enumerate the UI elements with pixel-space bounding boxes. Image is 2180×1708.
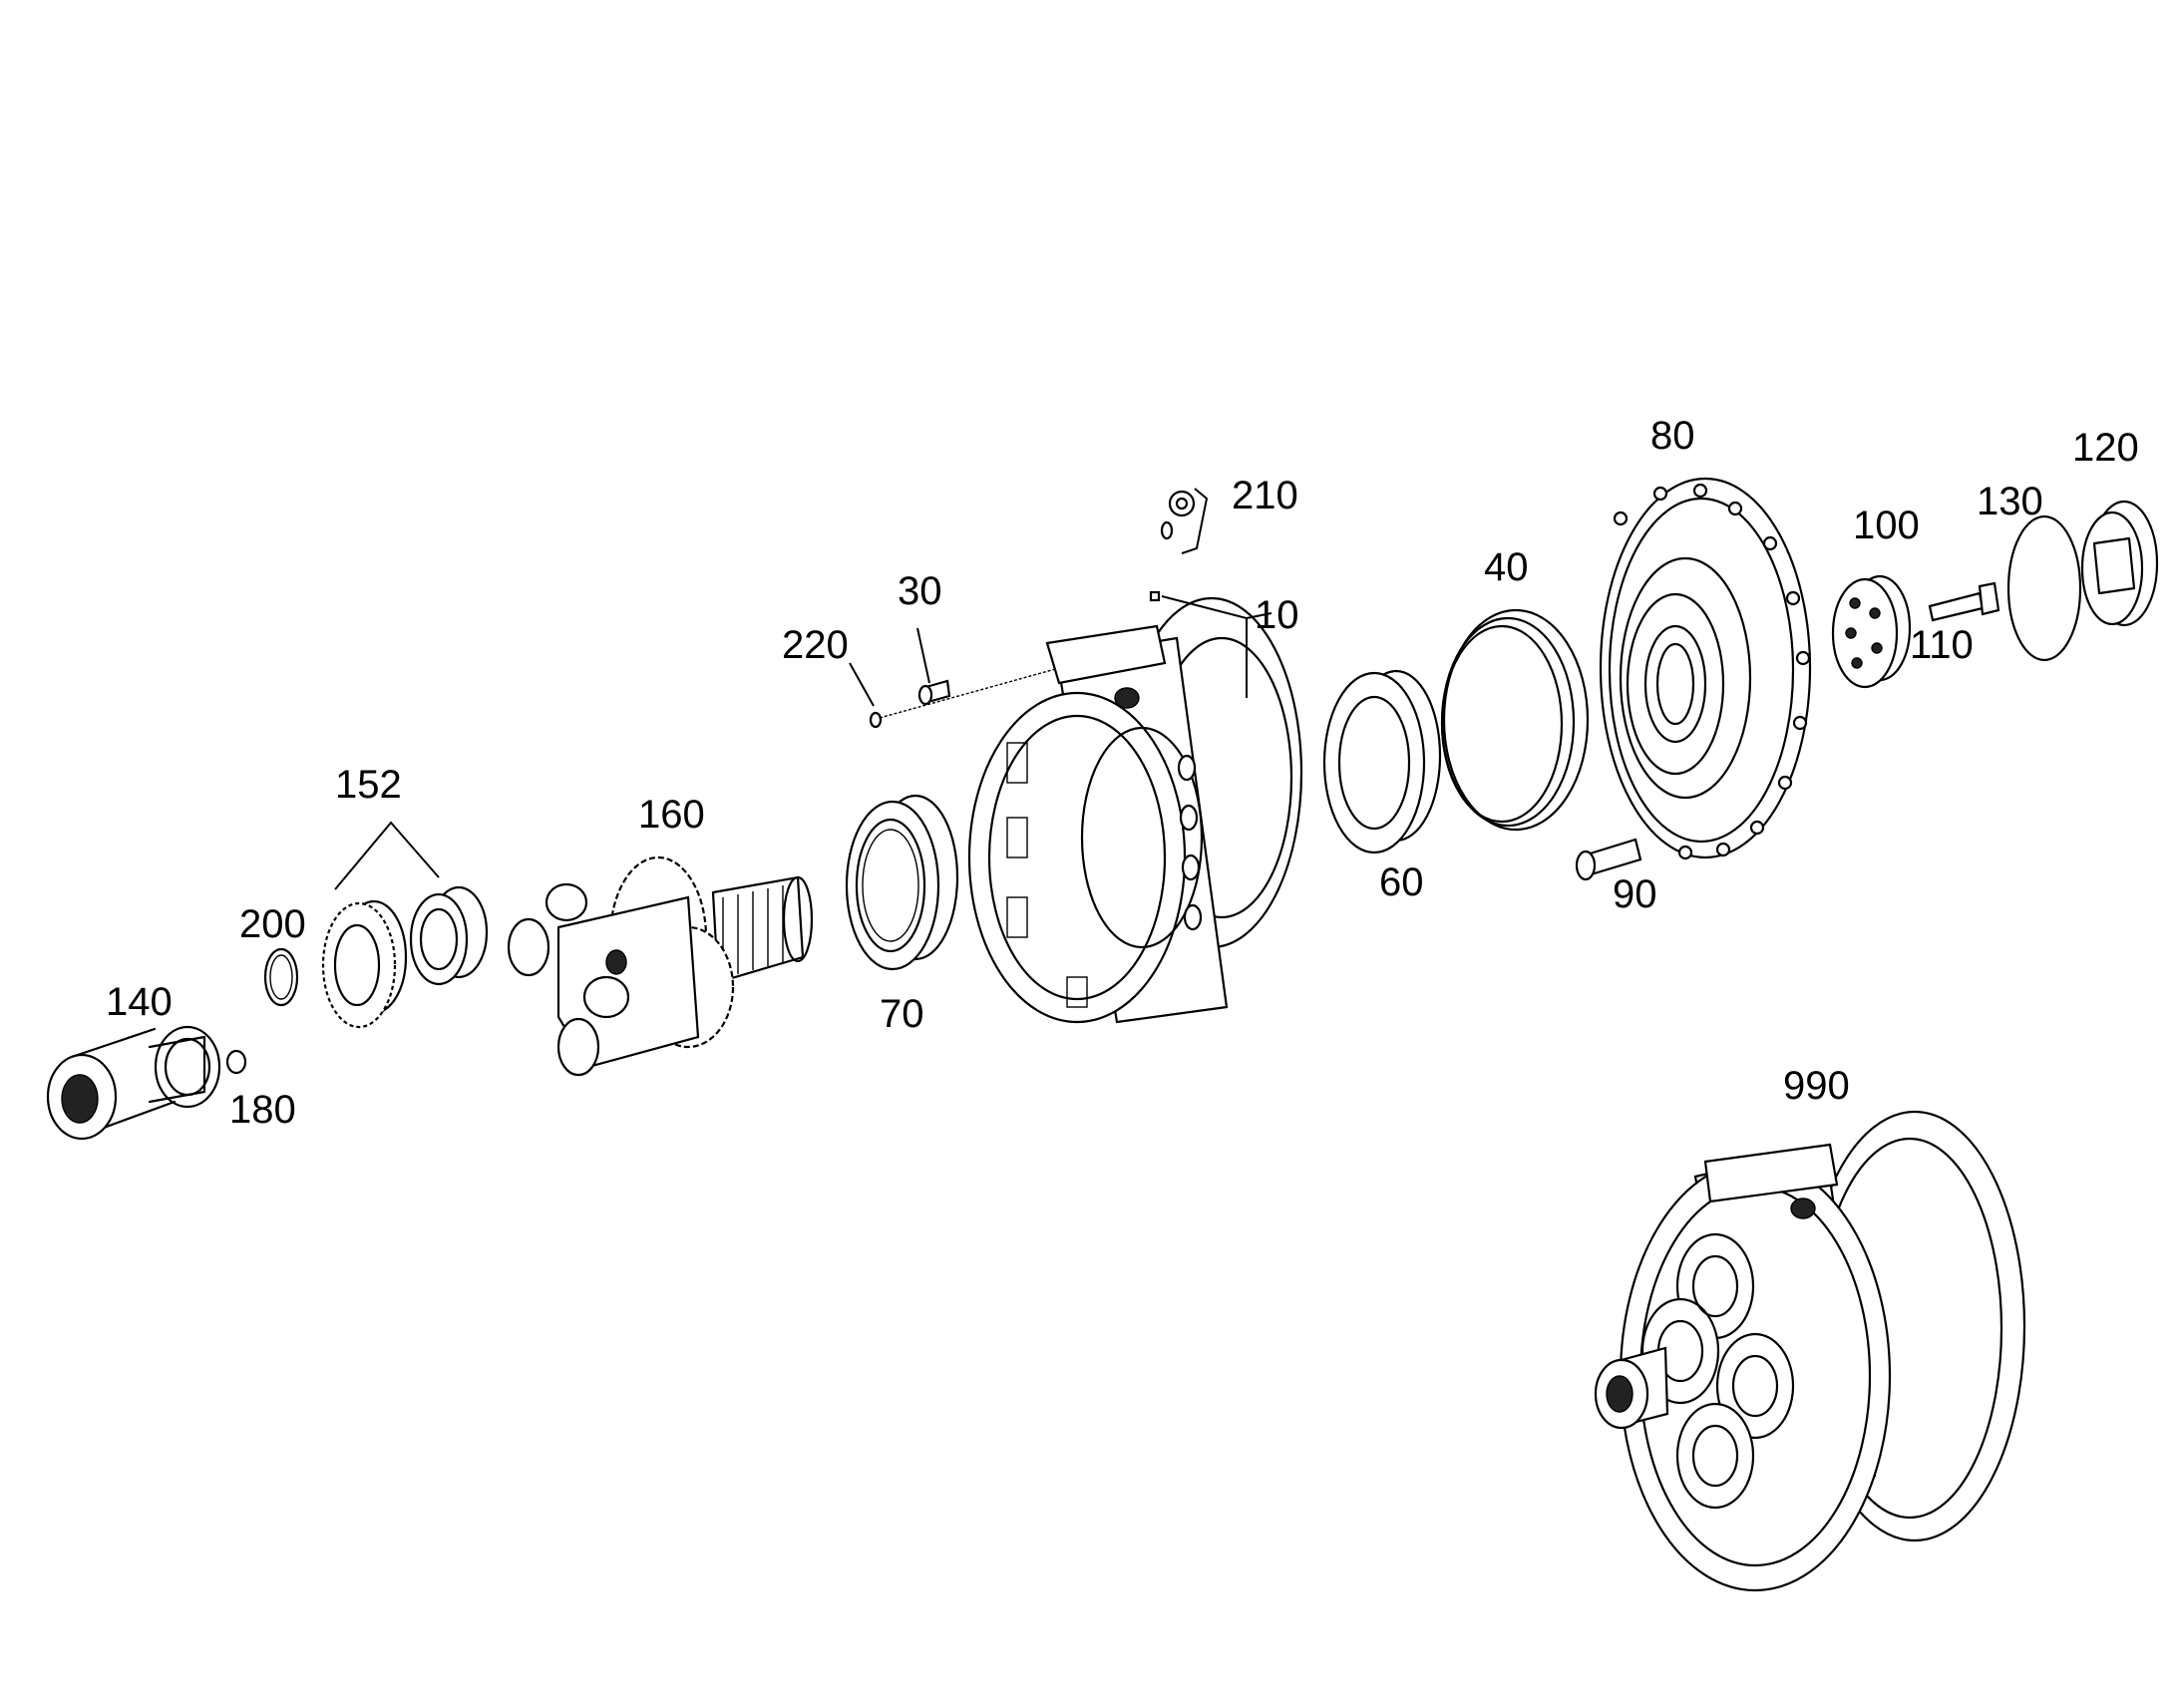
callout-90: 90	[1613, 872, 1657, 916]
part-110-screw[interactable]	[1928, 581, 2000, 622]
part-120-end-cap[interactable]	[2080, 500, 2159, 627]
callout-60: 60	[1379, 860, 1424, 904]
callout-70: 70	[880, 992, 924, 1036]
callout-110: 110	[1910, 623, 1974, 667]
callout-30: 30	[898, 569, 942, 613]
callout-990: 990	[1783, 1064, 1850, 1108]
part-30-plug-screw[interactable]	[917, 679, 951, 706]
part-100-cover-disc[interactable]	[1831, 574, 1912, 689]
callout-210: 210	[1232, 474, 1298, 517]
leader-lines	[334, 488, 1272, 890]
part-130-o-ring[interactable]	[2006, 514, 2082, 662]
assembly-axis-30	[879, 667, 1060, 719]
callout-220: 220	[782, 623, 849, 667]
callout-140: 140	[106, 980, 173, 1024]
callout-200: 200	[239, 902, 306, 946]
callout-100: 100	[1853, 504, 1920, 547]
part-220-o-ring[interactable]	[869, 711, 883, 729]
callout-40: 40	[1484, 545, 1529, 589]
part-80-wheel-hub[interactable]	[1599, 477, 1812, 860]
part-160-planet-carrier[interactable]	[507, 855, 814, 1077]
callout-10: 10	[1255, 593, 1299, 637]
callout-130: 130	[1977, 480, 2043, 523]
part-70-taper-bearing[interactable]	[845, 794, 959, 971]
part-90-wheel-bolt[interactable]	[1575, 838, 1642, 881]
part-210-screw-set[interactable]	[1160, 490, 1196, 540]
part-140-input-shaft[interactable]	[46, 1025, 221, 1141]
callout-160: 160	[638, 793, 705, 837]
callout-180: 180	[229, 1088, 296, 1132]
part-40-ring[interactable]	[1440, 608, 1590, 832]
callout-80: 80	[1650, 414, 1695, 458]
part-10-small-plug[interactable]	[1149, 590, 1161, 602]
part-990-complete-assembly[interactable]	[1594, 1110, 2026, 1592]
part-200-snap-ring[interactable]	[263, 947, 299, 1007]
part-10-hub-housing[interactable]	[967, 596, 1303, 1024]
callout-152: 152	[335, 763, 402, 807]
part-152-planet-gear-and-bearing[interactable]	[321, 885, 489, 1029]
part-180-ball[interactable]	[225, 1049, 247, 1075]
part-60-seal[interactable]	[1322, 669, 1442, 854]
callout-120: 120	[2072, 426, 2139, 470]
